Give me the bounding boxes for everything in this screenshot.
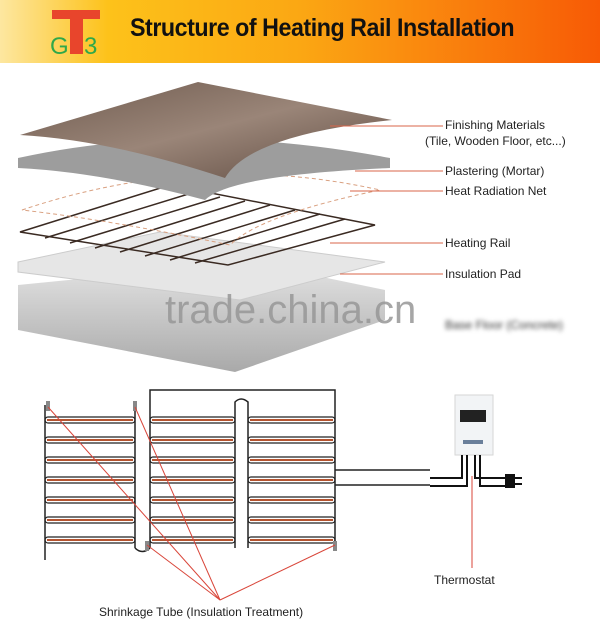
label-heat-radiation-net: Heat Radiation Net — [445, 184, 547, 198]
label-plastering: Plastering (Mortar) — [445, 164, 545, 178]
gt3-logo: G 3 — [50, 10, 100, 56]
shrinkage-tube — [133, 401, 137, 411]
heat-radiation-net-layer — [21, 173, 381, 246]
base-floor-layer — [18, 262, 385, 372]
svg-text:G: G — [50, 33, 69, 56]
shrinkage-tube — [46, 401, 50, 411]
header-banner: G 3 Structure of Heating Rail Installati… — [0, 0, 600, 63]
shrinkage-tube — [145, 541, 149, 551]
shrinkage-tube — [333, 541, 337, 551]
leader-lines — [330, 125, 443, 275]
heating-rail-layer — [19, 184, 376, 266]
label-finishing-materials: Finishing Materials — [445, 118, 546, 132]
label-shrinkage-tube: Shrinkage Tube (Insulation Treatment) — [99, 605, 304, 619]
label-insulation-pad: Insulation Pad — [445, 267, 522, 281]
wiring-diagram — [44, 389, 430, 560]
watermark: trade.china.cn — [165, 288, 417, 332]
insulation-pad-layer — [17, 231, 386, 301]
svg-text:3: 3 — [84, 33, 97, 56]
label-base-floor: Base Floor (Concrete) — [445, 318, 564, 332]
page-title: Structure of Heating Rail Installation — [130, 14, 515, 42]
finishing-material-layer — [20, 82, 392, 178]
feed-wire — [44, 389, 430, 560]
thermostat-device — [430, 394, 522, 488]
plug-icon — [505, 474, 515, 488]
label-finishing-examples: (Tile, Wooden Floor, etc...) — [425, 134, 566, 148]
label-heating-rail: Heating Rail — [445, 236, 511, 250]
shrinkage-leaders — [47, 406, 473, 601]
label-thermostat: Thermostat — [434, 573, 495, 587]
